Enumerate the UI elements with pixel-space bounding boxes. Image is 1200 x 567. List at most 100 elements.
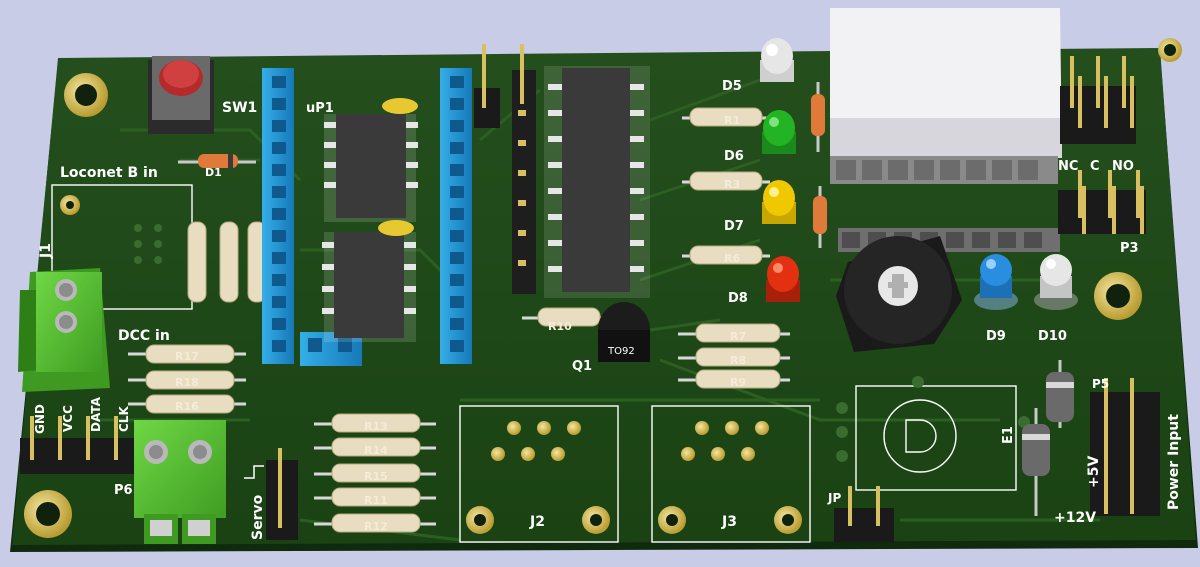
pin-header-long [512, 44, 536, 294]
power-input-header [1090, 378, 1160, 516]
led-d6-green [762, 110, 796, 154]
dip-ic-large [544, 66, 650, 298]
silk-r18: R18 [175, 376, 199, 389]
servo-pulse-symbol [244, 465, 264, 479]
terminal-block-dcc [18, 268, 110, 392]
silk-q1: Q1 [572, 359, 592, 374]
silk-p3: P3 [1120, 241, 1139, 256]
transistor-q1 [598, 302, 650, 362]
silk-p6: P6 [114, 483, 133, 498]
silk-nc: NC [1058, 159, 1078, 174]
silk-j3: J3 [721, 514, 737, 530]
pin-header-top-small [474, 44, 500, 128]
jp-header [834, 486, 894, 542]
capacitor-lower [378, 220, 414, 236]
relay-module [830, 8, 1062, 184]
silk-up1: uP1 [306, 101, 334, 116]
silk-clk: CLK [117, 406, 131, 432]
silk-sw1: SW1 [222, 100, 257, 116]
silk-plus5: +5V [1086, 456, 1102, 488]
resistor-r10 [522, 307, 606, 327]
silk-loconet: Loconet B in [60, 165, 158, 181]
resistor-r13 [314, 413, 436, 433]
resistor-r1 [682, 107, 770, 127]
resistor-r7 [678, 323, 790, 343]
power-diode-1 [1046, 360, 1074, 428]
j1-rj-pads [60, 195, 162, 264]
resistor-r8 [678, 347, 790, 367]
silk-d8: D8 [728, 291, 748, 306]
silk-to92: TO92 [607, 346, 635, 357]
silk-no: NO [1112, 159, 1134, 174]
resistor-r12 [314, 513, 436, 533]
led-d7-yellow [762, 180, 796, 224]
mounting-hole-top-left [64, 73, 108, 117]
silk-plus12: +12V [1054, 510, 1096, 526]
resistor-r6 [682, 245, 770, 265]
diode-near-relay-2 [813, 186, 827, 248]
resistor-r18 [128, 370, 246, 390]
silk-servo: Servo [250, 494, 266, 540]
resistor-r16 [128, 394, 246, 414]
blue-header-left [262, 68, 294, 364]
silk-r3: R3 [724, 178, 740, 191]
led-d9-blue [974, 254, 1018, 310]
silk-gnd: GND [33, 404, 47, 434]
silk-d1: D1 [205, 166, 222, 179]
mounting-hole-bottom-left [24, 490, 72, 538]
silk-r6: R6 [724, 252, 740, 265]
silk-r14: R14 [364, 444, 388, 457]
pin-header-top-right [1060, 56, 1136, 144]
silk-r7: R7 [730, 330, 746, 343]
silk-data: DATA [89, 396, 103, 432]
j3-footprint [651, 405, 811, 543]
silk-d6: D6 [724, 149, 744, 164]
silk-d10: D10 [1038, 329, 1067, 344]
silk-d7: D7 [724, 219, 744, 234]
silk-r13: R13 [364, 420, 388, 433]
pin-header-p6 [20, 416, 136, 474]
silk-r10: R10 [548, 320, 572, 333]
silk-r15: R15 [364, 470, 388, 483]
resistor-r15 [314, 463, 436, 483]
silk-r16: R16 [175, 400, 199, 413]
blue-header-right [440, 68, 472, 364]
dip-ic-upper [324, 114, 418, 222]
capacitor-upper [382, 98, 418, 114]
silk-r17: R17 [175, 350, 199, 363]
silk-r1: R1 [724, 114, 740, 127]
silk-p5: P5 [1092, 377, 1109, 391]
silk-power-input: Power Input [1166, 414, 1182, 510]
silk-r12: R12 [364, 520, 388, 533]
resistor-r17 [128, 344, 246, 364]
diode-near-relay-1 [811, 82, 825, 152]
mounting-hole-right [1094, 272, 1142, 320]
terminal-block-power [134, 420, 226, 544]
resistor-r11 [314, 487, 436, 507]
silk-j1: J1 [38, 243, 54, 259]
resistor-r14 [314, 437, 436, 457]
led-d10-white [1034, 254, 1078, 310]
resistor-r3 [682, 171, 770, 191]
silk-j2: J2 [529, 514, 545, 530]
silk-r9: R9 [730, 376, 746, 389]
led-d8-red [766, 256, 800, 302]
j2-footprint [459, 405, 619, 543]
servo-header [266, 448, 298, 540]
pin-header-p3 [1058, 170, 1146, 234]
mounting-hole-top-right [1158, 38, 1182, 62]
potentiometer [836, 236, 962, 352]
led-d5-white [760, 38, 794, 82]
silk-d9: D9 [986, 329, 1006, 344]
tactile-switch-sw1 [148, 56, 214, 134]
resistor-array-vertical [187, 221, 267, 303]
dip-ic-lower [322, 232, 416, 342]
silk-vcc: VCC [61, 405, 75, 432]
diode-d1 [178, 154, 256, 168]
silk-r11: R11 [364, 494, 388, 507]
power-diode-2 [1022, 408, 1050, 516]
silk-dcc-in: DCC in [118, 328, 170, 344]
silk-e1: E1 [1001, 426, 1016, 444]
